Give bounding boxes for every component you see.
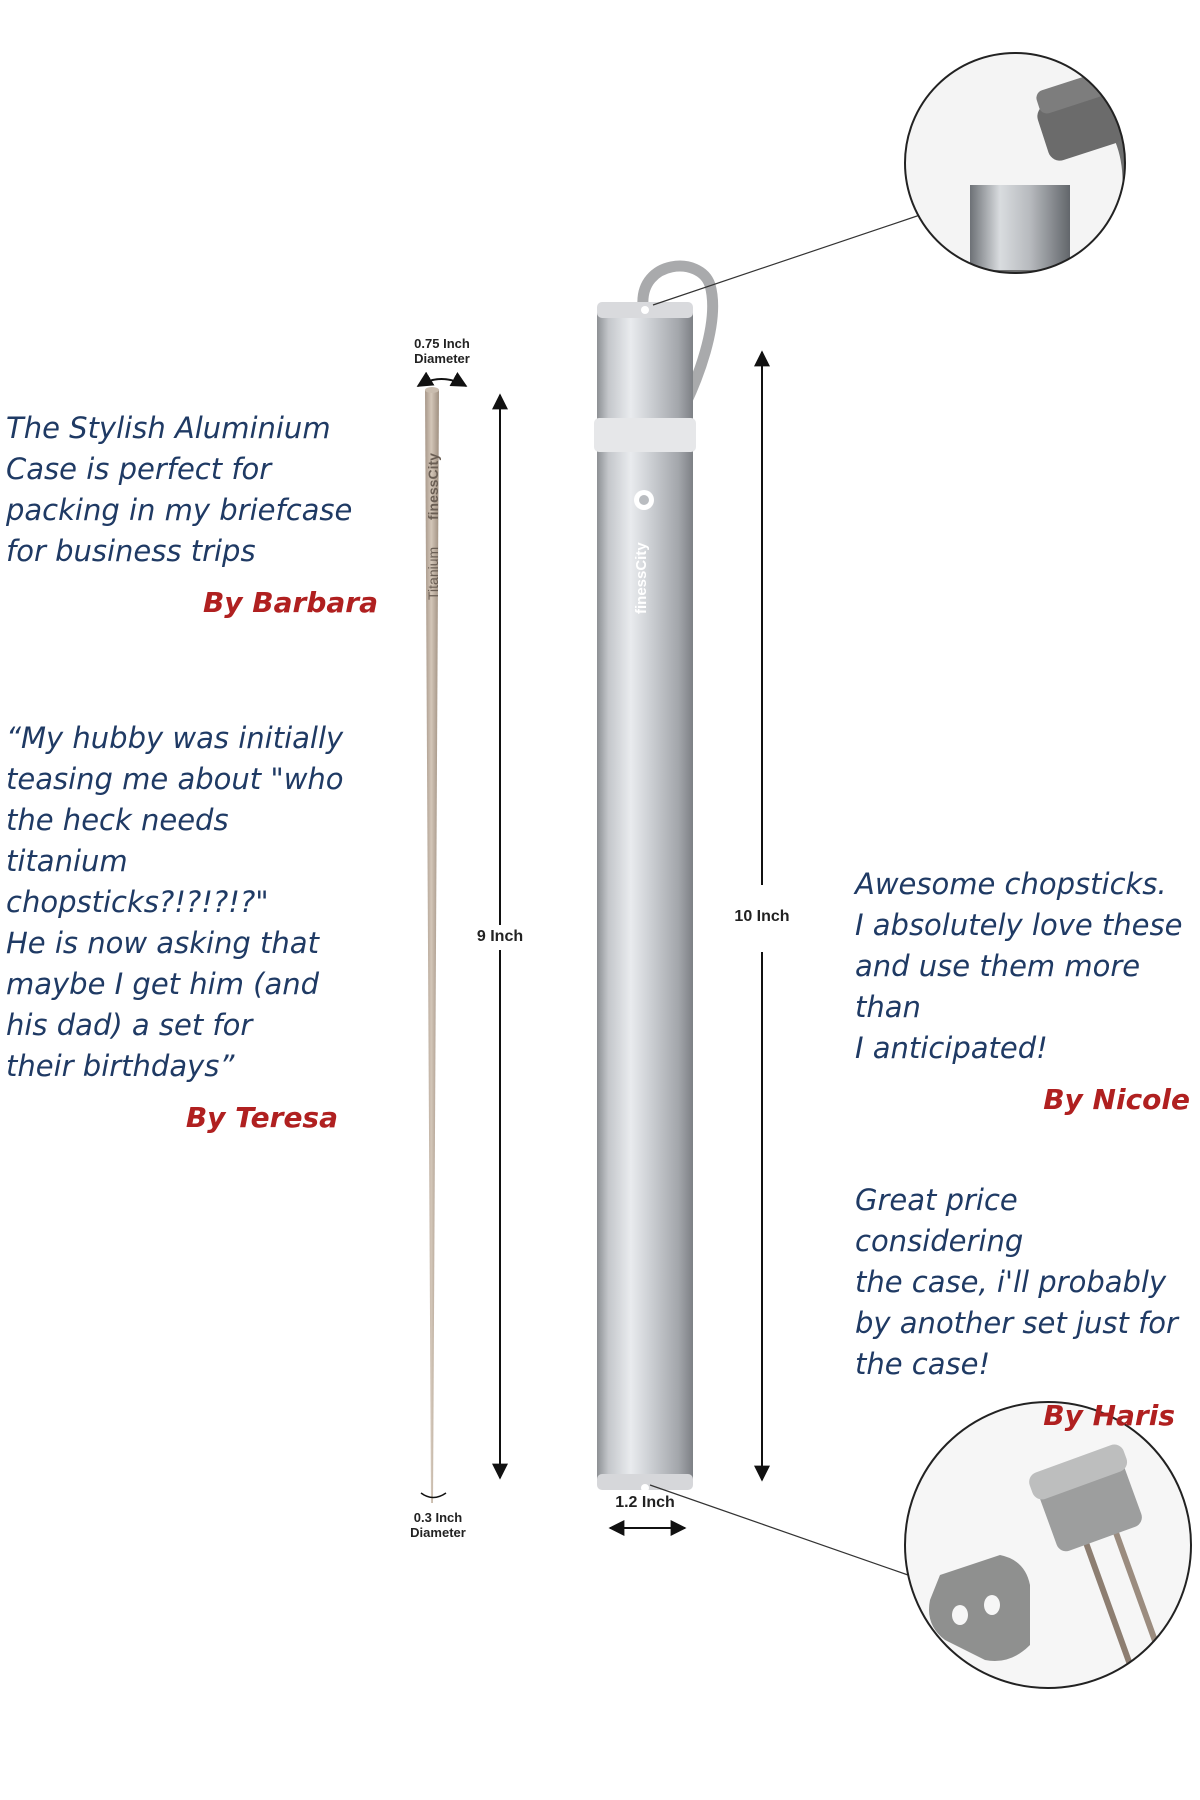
review-text: Great price considering the case, i'll p… (855, 1183, 1178, 1381)
detail-circle-cap (904, 52, 1126, 274)
top-diameter-arrow (416, 371, 468, 387)
stick-length-label: 9 Inch (476, 928, 524, 945)
aluminium-case: finessCity (594, 260, 719, 1492)
top-diameter-label: 0.75 Inch Diameter (414, 336, 470, 366)
review-author: By Nicole (1043, 1083, 1190, 1116)
review-text: The Stylish Aluminium Case is perfect fo… (6, 411, 353, 568)
bottom-diameter-label: 0.3 Inch Diameter (410, 1510, 466, 1540)
review-author: By Barbara (202, 586, 378, 619)
brand-logo-icon (634, 490, 654, 510)
case-length-label: 10 Inch (734, 908, 790, 925)
stick-engraving-material: Titanium (425, 547, 441, 600)
review-haris: Great price considering the case, i'll p… (855, 1180, 1185, 1436)
callout-line-bottom (649, 1484, 909, 1576)
callout-line-top (652, 214, 921, 306)
stick-engraving-brand: finessCity (425, 453, 441, 520)
review-text: Awesome chopsticks. I absolutely love th… (855, 867, 1183, 1065)
review-nicole: Awesome chopsticks. I absolutely love th… (855, 864, 1200, 1120)
case-width-label: 1.2 Inch (615, 1494, 675, 1511)
detail-circle-endcap (904, 1401, 1192, 1689)
titanium-chopstick: Titanium finessCity (425, 387, 441, 1503)
review-author: By Teresa (185, 1101, 338, 1134)
review-author: By Haris (1043, 1399, 1175, 1432)
review-barbara: The Stylish Aluminium Case is perfect fo… (6, 408, 386, 623)
review-text: “My hubby was initially teasing me about… (6, 721, 344, 1083)
case-brand: finessCity (633, 542, 650, 614)
review-teresa: “My hubby was initially teasing me about… (6, 718, 346, 1138)
bottom-diameter-arrow (420, 1492, 447, 1499)
